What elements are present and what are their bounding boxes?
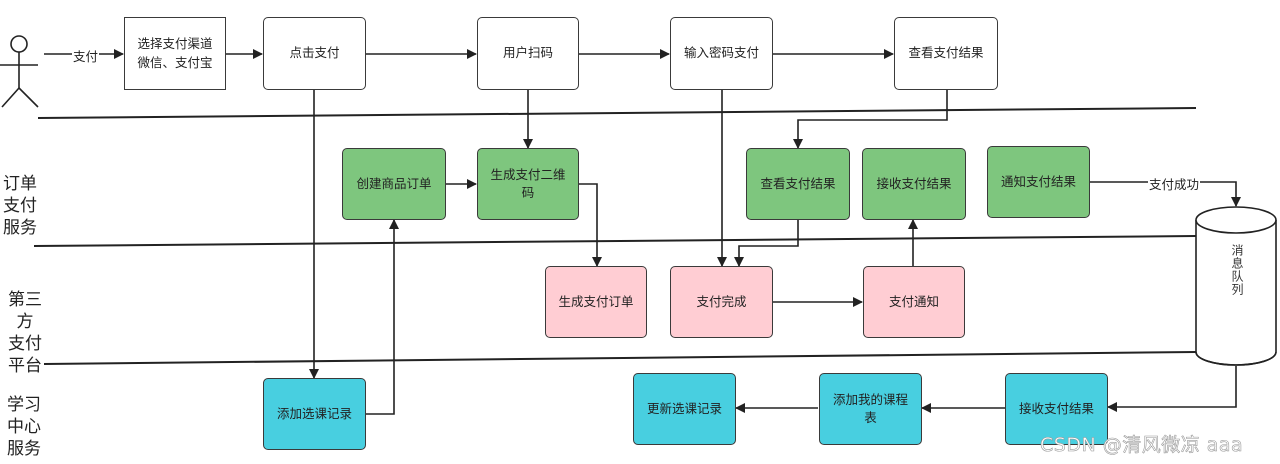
- actor-icon: [0, 35, 39, 108]
- node-pay-done[interactable]: 支付完成: [670, 266, 773, 338]
- queue-label: 消息队列: [1230, 244, 1244, 296]
- node-generate-qr[interactable]: 生成支付二维 码: [477, 148, 579, 220]
- lane-dividers: [33, 107, 1197, 365]
- node-generate-pay-order[interactable]: 生成支付订单: [545, 266, 647, 338]
- watermark: CSDN @清风微凉 aaa: [1040, 434, 1244, 457]
- node-add-course-record[interactable]: 添加选课记录: [263, 378, 366, 450]
- node-notify-result[interactable]: 通知支付结果: [987, 146, 1090, 218]
- node-add-course-schedule[interactable]: 添加我的课程 表: [819, 373, 922, 445]
- node-query-result[interactable]: 查看支付结果: [746, 148, 850, 220]
- node-pay-notify[interactable]: 支付通知: [863, 266, 965, 338]
- message-queue-cylinder: [1195, 206, 1277, 366]
- node-create-order[interactable]: 创建商品订单: [342, 148, 446, 220]
- edge-label-pay: 支付: [72, 46, 100, 65]
- node-user-scan[interactable]: 用户扫码: [477, 17, 579, 90]
- node-update-course-record[interactable]: 更新选课记录: [633, 373, 736, 445]
- node-enter-password[interactable]: 输入密码支付: [670, 17, 773, 90]
- lane-label-order: 订单 支付 服务: [3, 174, 37, 239]
- node-receive-result[interactable]: 接收支付结果: [862, 148, 966, 220]
- edges: [44, 49, 1241, 415]
- edge-label-pay-success: 支付成功: [1148, 174, 1201, 193]
- lane-label-third-party: 第三方 支付 平台: [8, 290, 42, 377]
- node-click-pay[interactable]: 点击支付: [263, 17, 366, 90]
- node-learning-receive-result[interactable]: 接收支付结果: [1005, 373, 1108, 445]
- node-select-channel[interactable]: 选择支付渠道 微信、支付宝: [124, 17, 226, 90]
- lane-label-learning: 学习 中心 服务: [7, 395, 41, 460]
- node-view-result[interactable]: 查看支付结果: [894, 17, 998, 90]
